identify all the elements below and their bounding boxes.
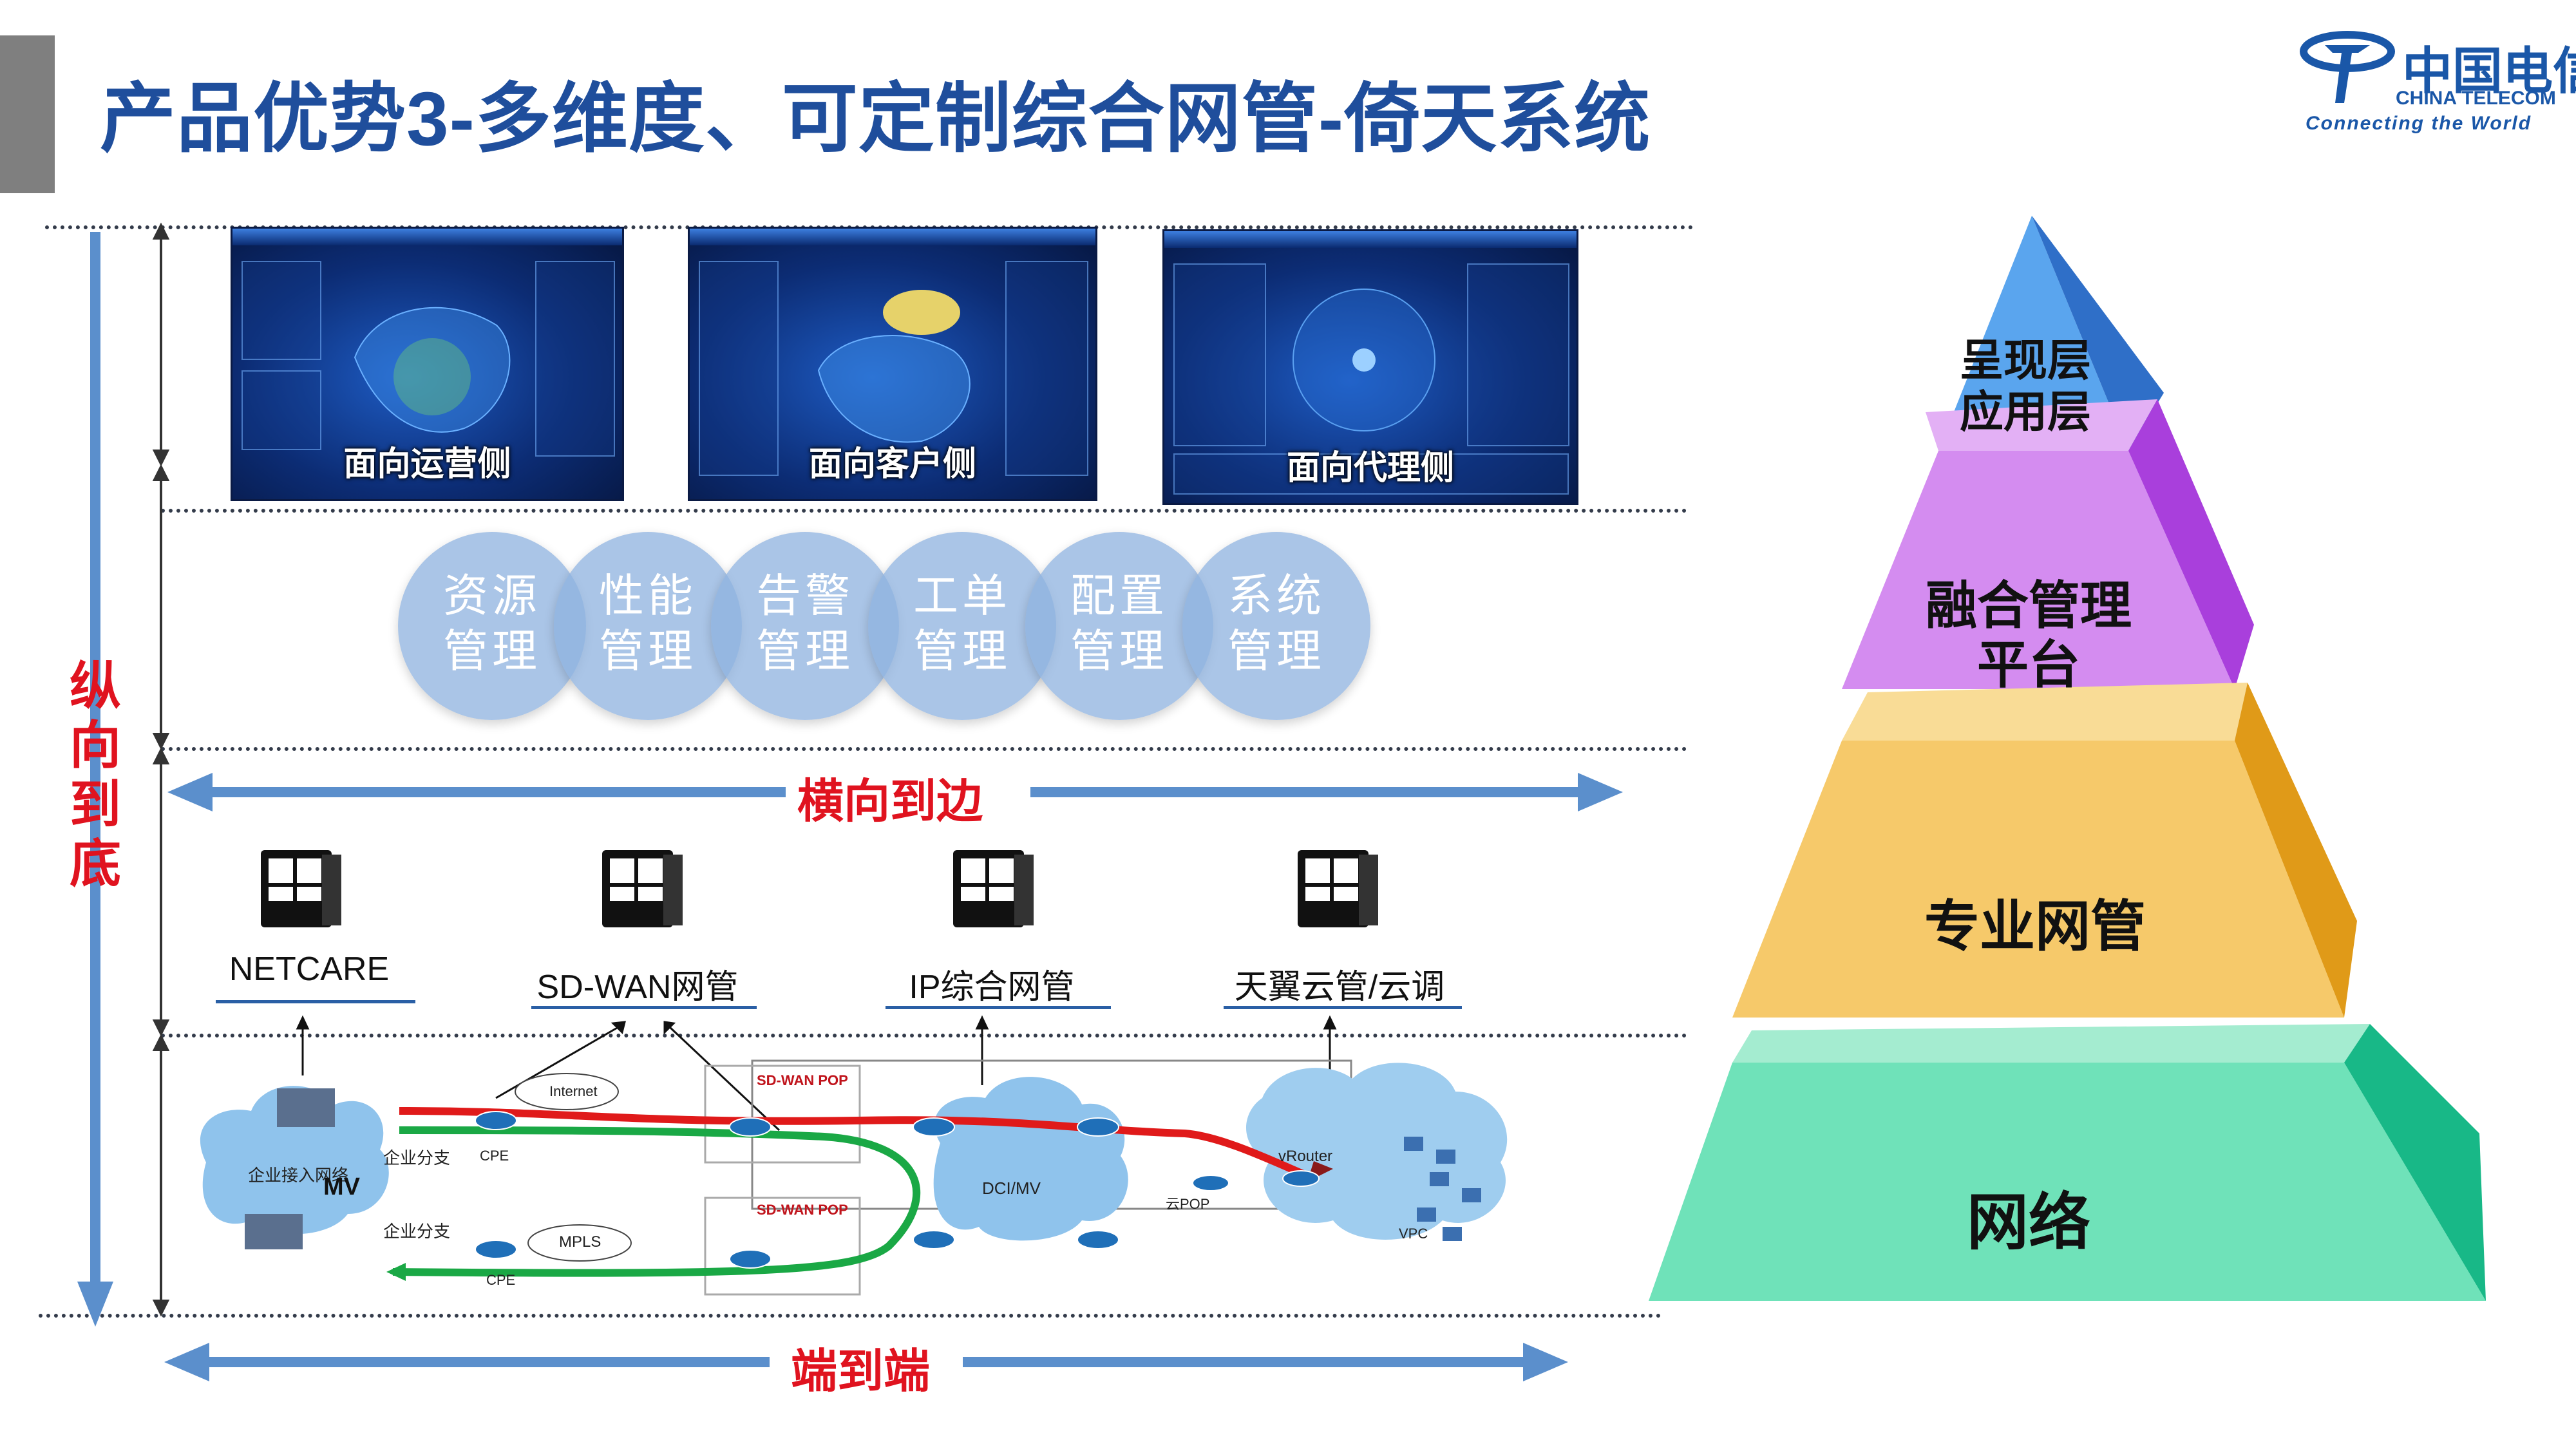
- system-underline: [886, 1006, 1111, 1009]
- vrouter-label: vRouter: [1278, 1148, 1333, 1165]
- customer-caption: 面向客户侧: [808, 446, 976, 483]
- system-underline: [531, 1006, 757, 1009]
- logo-slogan: Connecting the World: [2306, 113, 2532, 134]
- horizontal-label: 横向到边: [797, 776, 983, 828]
- circle-alarm-management: 告警管理: [711, 532, 899, 720]
- system-ip: IP综合网管: [909, 969, 1075, 1006]
- horizontal-arrow: [167, 773, 1623, 811]
- pyramid-platform-label: 融合管理平台: [1926, 577, 2132, 694]
- title-accent-bar: [0, 35, 55, 193]
- cpe-label-2: CPE: [486, 1272, 516, 1288]
- branch-label-1: 企业分支: [383, 1148, 451, 1168]
- china-telecom-emblem-icon: [2300, 31, 2395, 103]
- mv-label: MV: [323, 1173, 360, 1200]
- system-underline: [1224, 1006, 1462, 1009]
- vertical-arrows: [77, 222, 170, 1327]
- customer-dashboard-screenshot: 面向客户侧: [688, 227, 1097, 501]
- end-to-end-label: 端到端: [791, 1346, 931, 1397]
- cloud-pop-label: 云POP: [1166, 1196, 1210, 1212]
- pyramid-network-label: 网络: [1967, 1188, 2090, 1257]
- network-topology-diagram: [200, 1015, 1508, 1296]
- pyramid-diagram: [1649, 216, 2486, 1301]
- pyramid-professional-label: 专业网管: [1924, 896, 2146, 958]
- circle-performance-management: 性能管理: [554, 532, 742, 720]
- end-to-end-arrow: [164, 1343, 1568, 1381]
- circle-config-management: 配置管理: [1025, 532, 1213, 720]
- system-sdwan: SD-WAN网管: [536, 969, 739, 1006]
- separator-line: [39, 1314, 1662, 1318]
- china-telecom-logo: 中国电信 CHINA TELECOM Connecting the World: [2299, 26, 2576, 142]
- server-icon: [953, 850, 1034, 927]
- system-cloud: 天翼云管/云调: [1234, 969, 1445, 1006]
- branch-label-2: 企业分支: [383, 1222, 451, 1241]
- internet-label: Internet: [549, 1083, 598, 1099]
- circle-system-management: 系统管理: [1182, 532, 1370, 720]
- server-icon: [1298, 850, 1378, 927]
- agent-dashboard-screenshot: 面向代理侧: [1162, 229, 1578, 505]
- logo-english: CHINA TELECOM: [2396, 88, 2556, 109]
- logo-chinese: 中国电信: [2402, 42, 2576, 100]
- operator-caption: 面向运营侧: [343, 446, 511, 483]
- server-icon: [602, 850, 683, 927]
- circle-workorder-management: 工单管理: [868, 532, 1056, 720]
- mpls-label: MPLS: [559, 1233, 601, 1251]
- vertical-label: 纵向到底: [70, 658, 121, 893]
- system-netcare: NETCARE: [229, 951, 390, 988]
- pyramid-presentation-label: 呈现层应用层: [1959, 336, 2091, 437]
- agent-caption: 面向代理侧: [1286, 450, 1454, 487]
- server-icon: [261, 850, 341, 927]
- system-underline: [216, 1000, 415, 1003]
- separator-line: [161, 1034, 1687, 1037]
- separator-line: [161, 747, 1687, 751]
- page-title: 产品优势3-多维度、可定制综合网管-倚天系统: [100, 77, 1651, 162]
- dci-label: DCI/MV: [982, 1179, 1041, 1198]
- sdwan-pop-label-1: SD-WAN POP: [757, 1072, 848, 1088]
- sdwan-pop-label-2: SD-WAN POP: [757, 1202, 848, 1218]
- cpe-label-1: CPE: [480, 1148, 509, 1164]
- vpc-label: VPC: [1399, 1226, 1428, 1242]
- separator-line: [161, 509, 1687, 513]
- operator-dashboard-screenshot: 面向运营侧: [231, 227, 624, 501]
- enterprise-network-label: 企业接入网络: [248, 1166, 349, 1185]
